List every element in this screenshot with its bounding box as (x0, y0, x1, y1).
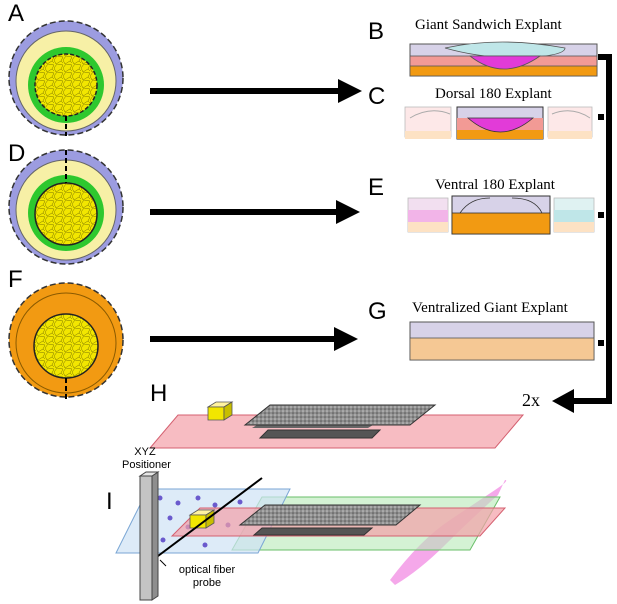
embryo-d (8, 149, 124, 265)
title-dorsal-180: Dorsal 180 Explant (435, 86, 552, 102)
probe-label-line2: probe (192, 577, 222, 589)
title-ventral-180: Ventral 180 Explant (435, 177, 555, 193)
positioner-label: XYZ Positioner (122, 446, 171, 472)
explant-ventralized-giant (409, 321, 595, 361)
positioner-label-line1: XYZ (134, 446, 156, 458)
arrows (150, 54, 612, 413)
title-ventralized-giant: Ventralized Giant Explant (412, 300, 568, 316)
explant-dorsal-180 (404, 106, 593, 140)
embryo-f (8, 282, 124, 400)
panel-label-i: I (106, 488, 113, 515)
positioner-label-line2: Positioner (122, 459, 171, 471)
slide-assembly-h (148, 401, 525, 449)
explant-ventral-180 (407, 195, 595, 235)
panel-label-a: A (8, 0, 25, 27)
multiplier-label: 2x (522, 390, 540, 410)
embryo-a (8, 20, 124, 136)
explant-giant-sandwich (409, 41, 598, 77)
panel-label-f: F (8, 266, 23, 293)
probe-label: optical fiber probe (170, 564, 244, 590)
panel-label-g: G (368, 298, 387, 325)
panel-label-d: D (8, 140, 26, 167)
panel-label-e: E (368, 174, 385, 201)
panel-label-c: C (368, 83, 386, 110)
panel-label-h: H (150, 380, 168, 407)
measurement-setup-i (115, 471, 507, 601)
panel-label-b: B (368, 18, 385, 45)
probe-label-line1: optical fiber (178, 564, 236, 576)
title-giant-sandwich: Giant Sandwich Explant (415, 17, 562, 33)
